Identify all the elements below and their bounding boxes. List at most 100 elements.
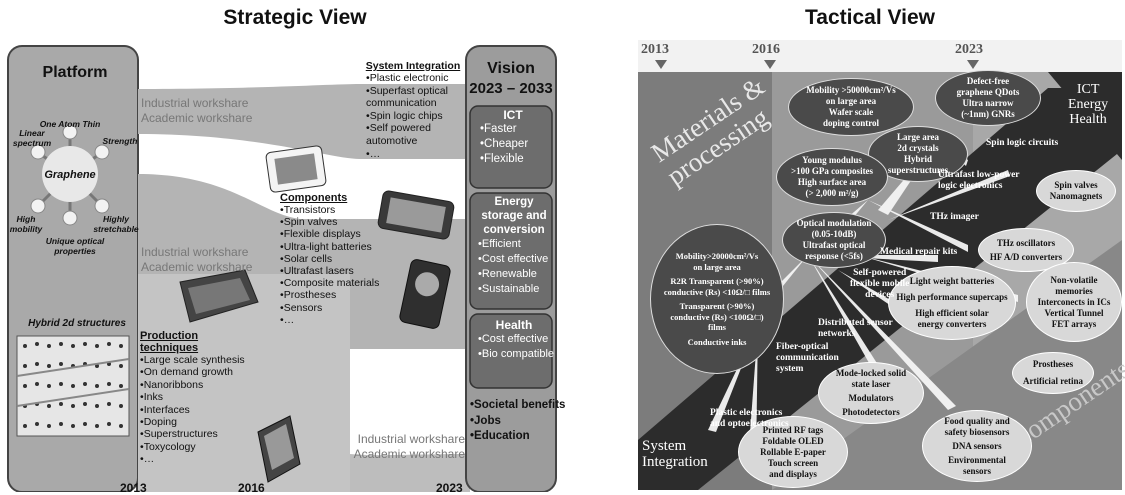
list-item: Sensors (280, 302, 410, 314)
academic-workshare-label: Academic workshare (141, 260, 253, 274)
vision-ict-title: ICT (503, 108, 523, 122)
production-title: Production techniques (140, 330, 199, 354)
societal-benefits-list: Societal benefits Jobs Education (470, 398, 565, 445)
ellipse-line: Vertical Tunnel (1044, 307, 1104, 318)
vision-health-box: Health Cost effective Bio compatible (474, 318, 554, 362)
vision-energy-list: Efficient Cost effective Renewable Susta… (474, 237, 554, 297)
strategic-year-2023: 2023 (436, 481, 463, 495)
qdots-ellipse: Defect-free graphene QDots Ultra narrow … (935, 70, 1041, 126)
list-item: Superfast optical communication (366, 85, 466, 110)
self-powered-label: Self-powered flexible mobile devices (850, 268, 909, 301)
ellipse-line: High efficient solar (915, 308, 989, 318)
ellipse-line: Food quality and (944, 415, 1010, 426)
industrial-workshare-label: Industrial workshare (357, 432, 465, 446)
ellipse-line: Hybrid (903, 154, 932, 164)
ict-energy-health-label: ICT Energy Health (1068, 82, 1108, 127)
label-line: Energy (1068, 97, 1109, 112)
list-item: Bio compatible (478, 347, 554, 362)
ellipse-line: Artificial retina (1022, 376, 1084, 386)
vision-health-list: Cost effective Bio compatible (474, 332, 554, 362)
list-item: Flexible displays (280, 228, 410, 240)
mobility-50000-ellipse: Mobility >50000cm²/Vs on large area Wafe… (788, 78, 914, 136)
list-item: Spin logic chips (366, 110, 466, 123)
components-title: Components (280, 192, 348, 204)
ellipse-line: HF A/D converters (989, 251, 1063, 262)
ellipse-line: sensors (962, 465, 991, 476)
ellipse-line: Wafer scale (828, 107, 874, 117)
ellipse-line: films (708, 322, 726, 332)
ellipse-line: Foldable OLED (762, 435, 824, 446)
vision-energy-box: Energy storage and conversion Efficient … (474, 195, 554, 297)
ellipse-line: graphene QDots (956, 87, 1020, 97)
ellipse-line: Transparent (>90%) (679, 301, 755, 311)
vision-energy-title: Energy storage and conversion (481, 196, 547, 236)
ellipse-line: Prostheses (1032, 359, 1074, 369)
label-line: Self-powered (853, 268, 907, 278)
prop-linear-spectrum: Linear spectrum (12, 128, 52, 148)
label-line: and optoelectronics (710, 419, 789, 429)
prop-high-mobility: High mobility (9, 214, 43, 234)
ellipse-line: Young modulus (802, 155, 862, 165)
prop-one-atom-thin: One Atom Thin (39, 119, 101, 129)
ellipse-line: THz oscillators (996, 237, 1056, 248)
ellipse-line: (0.05-10dB) (811, 229, 857, 239)
label-line: flexible mobile (850, 279, 910, 289)
hybrid-2d-structure-image (16, 335, 130, 437)
list-item: Cost effective (478, 252, 554, 267)
industrial-workshare-label: Industrial workshare (141, 245, 249, 259)
prop-highly-stretchable: Highly stretchable (93, 214, 139, 234)
strategic-year-2013: 2013 (120, 481, 147, 495)
ellipse-line: Environmental (948, 454, 1006, 465)
mobility-20000-ellipse: Mobility>20000cm²/Vs on large area R2R T… (650, 224, 784, 374)
vision-title: Vision (487, 60, 535, 77)
list-item: Cost effective (478, 332, 554, 347)
components-block: Components Transistors Spin valves Flexi… (280, 192, 410, 326)
ellipse-line: state laser (851, 379, 891, 389)
list-item: Ultra-light batteries (280, 241, 410, 253)
list-item: Flexible (480, 152, 552, 167)
list-item: Societal benefits (470, 398, 565, 414)
strategic-year-2016: 2016 (238, 481, 265, 495)
label-line: devices (865, 290, 895, 300)
printed-rf-ellipse: Printed RF tags Foldable OLED Rollable E… (738, 416, 848, 488)
label-line: networks (818, 329, 856, 339)
list-item: Plastic electronic (366, 72, 466, 85)
tactical-year-2023: 2023 (955, 42, 983, 57)
label-line: System (642, 438, 687, 454)
list-item: Efficient (478, 237, 554, 252)
list-item: Transistors (280, 204, 410, 216)
ellipse-line: conductive (Rs) <100Ω/□) (670, 311, 764, 322)
list-item: Toxycology (140, 441, 280, 453)
ellipse-line: Defect-free (966, 76, 1010, 86)
ellipse-line: Ultra narrow (962, 98, 1014, 108)
ellipse-line: Nanomagnets (1049, 191, 1103, 201)
ellipse-line: doping control (822, 118, 880, 128)
ellipse-line: Spin valves (1054, 180, 1098, 190)
graphene-label: Graphene (44, 169, 96, 181)
ellipse-line: energy converters (917, 319, 987, 329)
ellipse-line: Mode-locked solid (835, 368, 907, 378)
list-item: On demand growth (140, 366, 280, 378)
ellipse-line: Mobility>20000cm²/Vs (675, 251, 759, 261)
list-item: Education (470, 429, 565, 445)
ellipse-line: and displays (769, 468, 817, 479)
ellipse-line: Non-volatile (1050, 274, 1098, 285)
components-list: Transistors Spin valves Flexible display… (280, 204, 410, 326)
ellipse-line: response (<5fs) (805, 251, 863, 261)
tactical-year-2013: 2013 (641, 42, 669, 57)
food-biosensors-ellipse: Food quality and safety biosensors DNA s… (922, 410, 1032, 482)
list-item: Doping (140, 416, 280, 428)
label-line: system (776, 364, 804, 374)
tactical-view-title: Tactical View (805, 6, 935, 29)
thz-oscillators-ellipse: THz oscillators HF A/D converters (978, 228, 1074, 272)
list-item: Renewable (478, 267, 554, 282)
list-item: … (140, 453, 280, 465)
year-marker-icon (655, 60, 667, 69)
ellipse-line: superstructures (887, 165, 949, 175)
thz-imager-label: THz imager (930, 212, 979, 222)
vision-ict-list: Faster Cheaper Flexible (474, 122, 552, 167)
list-item: Solar cells (280, 253, 410, 265)
ellipse-line: (> 2,000 m²/g) (805, 188, 859, 198)
ellipse-line: Rollable E-paper (760, 446, 826, 457)
